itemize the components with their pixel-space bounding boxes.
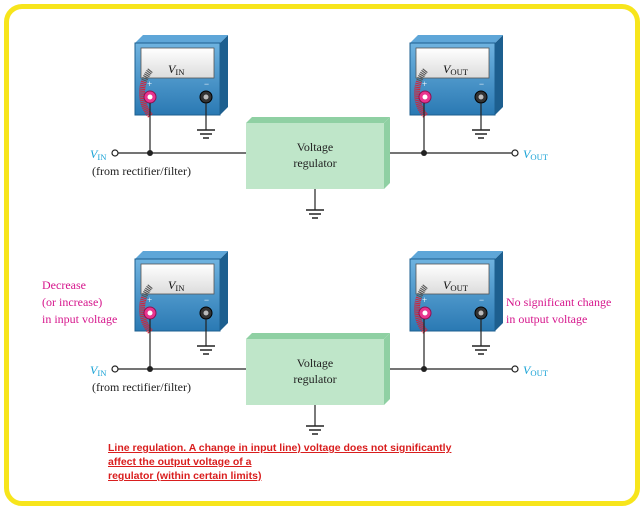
- voltage-regulator-block: Voltage regulator: [246, 333, 390, 405]
- output-note-line-2: in output voltage: [506, 312, 587, 326]
- plus-sign: +: [147, 79, 152, 89]
- ground-icon: [472, 338, 490, 355]
- source-note: (from rectifier/filter): [92, 164, 191, 178]
- ground-icon: [197, 338, 215, 355]
- ground-icon: [306, 418, 324, 435]
- ground-icon: [197, 122, 215, 139]
- vin-label: VIN: [90, 147, 107, 162]
- caption-line-1: Line regulation. A change in input line)…: [108, 442, 452, 454]
- vin-label: VIN: [90, 363, 107, 378]
- vin-terminal: [111, 149, 119, 157]
- diagram-frame: [4, 4, 640, 506]
- source-note: (from rectifier/filter): [92, 380, 191, 394]
- regulator-label-line1: Voltage: [297, 356, 333, 370]
- ground-icon: [472, 122, 490, 139]
- plus-sign: +: [147, 295, 152, 305]
- regulator-label-line2: regulator: [293, 372, 336, 386]
- meter-face: [415, 263, 490, 295]
- vout-terminal: [511, 365, 519, 373]
- vout-label: VOUT: [523, 147, 549, 162]
- output-note-line-1: No significant change: [506, 295, 611, 309]
- meter-face: [140, 47, 215, 79]
- regulator-label-line1: Voltage: [297, 140, 333, 154]
- ground-icon: [306, 202, 324, 219]
- meter-face: [415, 47, 490, 79]
- minus-sign: −: [204, 79, 209, 89]
- meter-face: [140, 263, 215, 295]
- vout-label: VOUT: [523, 363, 549, 378]
- voltmeter-input: VIN+−: [134, 251, 228, 334]
- input-note-line-3: in input voltage: [42, 312, 117, 326]
- minus-sign: −: [204, 295, 209, 305]
- input-note-line-2: (or increase): [42, 295, 102, 309]
- caption-line-2: affect the output voltage of a: [108, 456, 252, 468]
- figure-caption: Line regulation. A change in input line)…: [108, 441, 528, 483]
- voltage-regulator-block: Voltage regulator: [246, 117, 390, 189]
- voltmeter-input: VIN+−: [134, 35, 228, 118]
- input-note-line-1: Decrease: [42, 278, 86, 292]
- plus-sign: +: [422, 79, 427, 89]
- vin-terminal: [111, 365, 119, 373]
- minus-sign: −: [479, 295, 484, 305]
- caption-line-3: regulator (within certain limits): [108, 470, 262, 482]
- minus-sign: −: [479, 79, 484, 89]
- plus-sign: +: [422, 295, 427, 305]
- vout-terminal: [511, 149, 519, 157]
- regulator-label-line2: regulator: [293, 156, 336, 170]
